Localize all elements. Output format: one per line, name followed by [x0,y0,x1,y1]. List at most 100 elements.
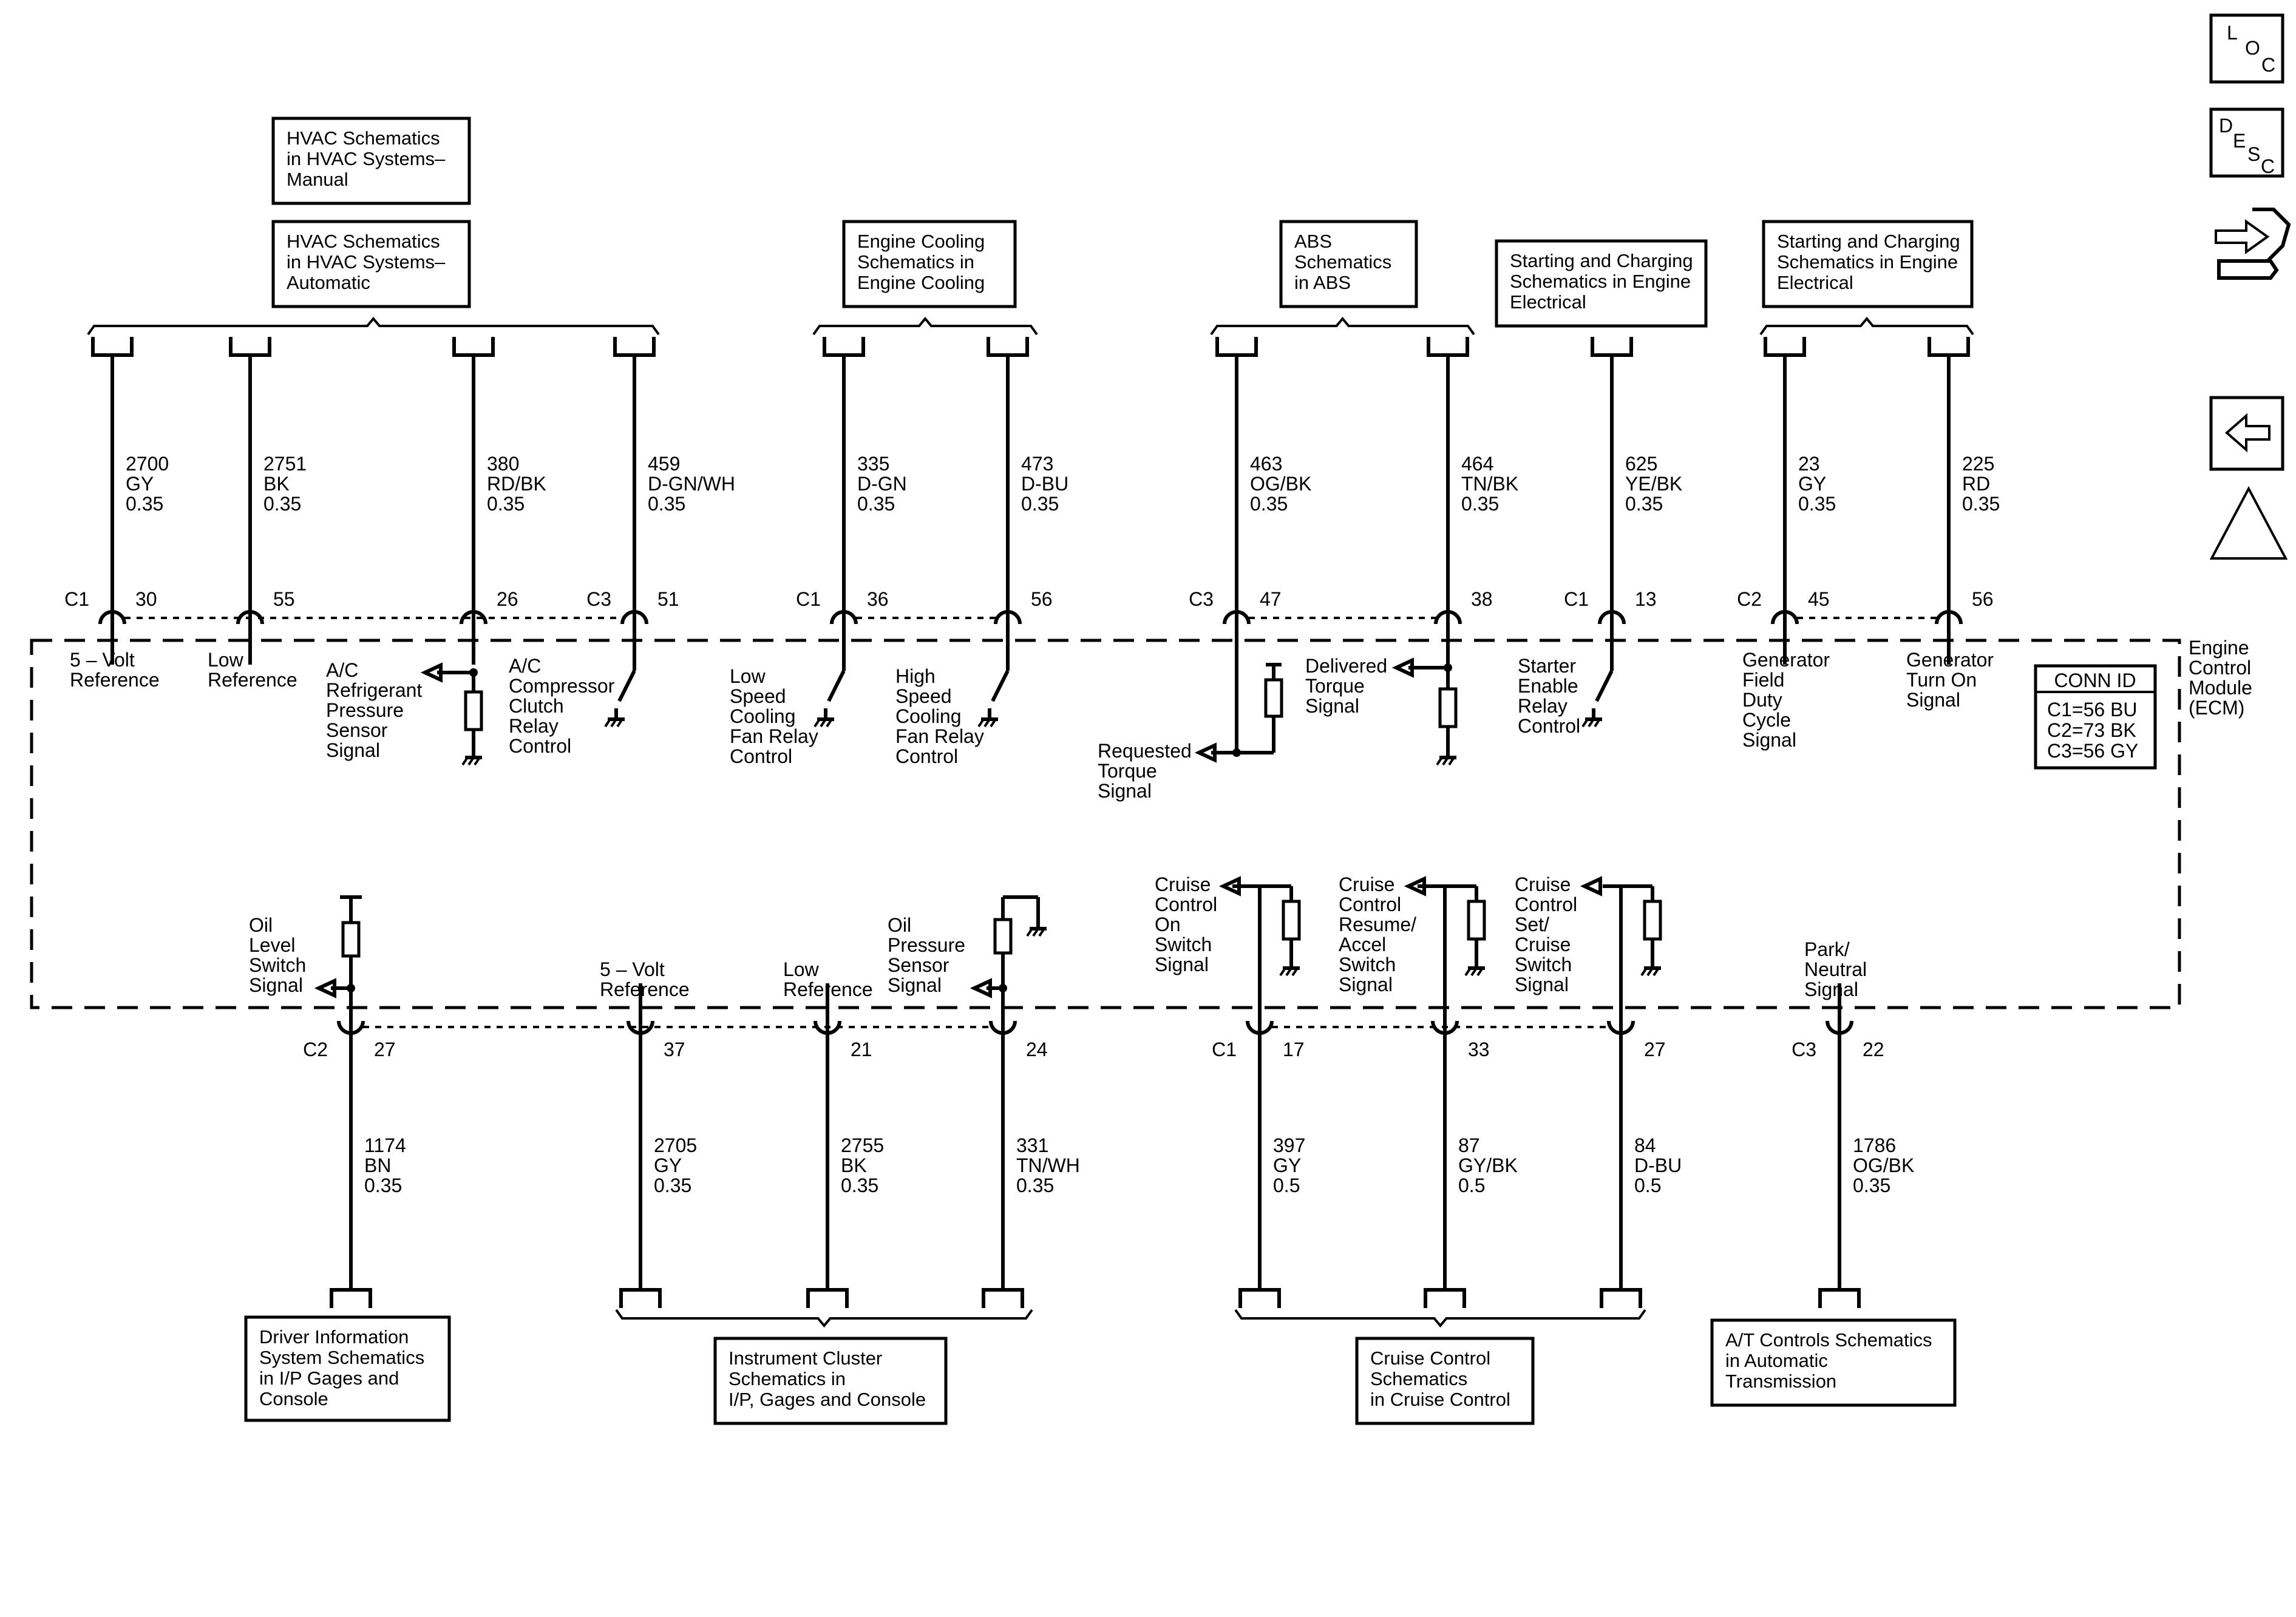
connector-pin [830,610,858,625]
ref-box-text: Electrical [1510,291,1586,313]
wire-gauge: 0.35 [841,1175,878,1196]
ref-box-text: Transmission [1725,1371,1836,1392]
connector-pin [1607,1020,1635,1035]
ref-box-text: A/T Controls Schematics [1725,1329,1932,1351]
harness-terminal [987,337,1029,357]
ref-box-text: Starting and Charging [1777,231,1960,252]
group-bracket [1234,1309,1646,1328]
circuit-number: 463 [1250,453,1282,475]
signal-label: Control [895,745,958,767]
ref-box-frame [244,1315,451,1422]
wire-color: GY [126,473,154,495]
ref-box-text: Schematics [1294,251,1391,273]
ref-box-frame [1279,220,1418,308]
ref-box-frame [842,220,1017,308]
signal-label: A/C [509,655,541,677]
signal-label: Control [730,745,792,767]
harness-terminal [982,1288,1024,1308]
circuit-number: 397 [1273,1134,1305,1156]
pin-number: 56 [1972,588,1994,610]
circuit-number: 1786 [1853,1134,1896,1156]
resistor [341,921,361,958]
harness-terminal [1927,337,1970,357]
ref-box-text: in Automatic [1725,1350,1828,1371]
wire-gauge: 0.35 [1853,1175,1890,1196]
group-bracket [1759,316,1974,336]
ground-symbol [1279,967,1286,977]
ground-symbol [1442,756,1449,766]
signal-label: Sensor [326,719,388,741]
connector-pin [98,610,126,625]
signal-label: Set/ [1515,914,1549,935]
wire-gauge: 0.35 [263,493,301,515]
pin-number: 56 [1031,588,1053,610]
signal-label: Signal [888,974,942,996]
pin-number: 51 [657,588,679,610]
signal-label: Speed [895,685,952,707]
bottom-circuit-84: 84D-BU0.527 [1600,983,1682,1308]
pin-number: 30 [135,588,157,610]
ground-symbol [1470,967,1478,977]
signal-arrow [1391,657,1414,678]
harness-terminal [806,1288,849,1308]
circuit-number: 1174 [364,1134,406,1156]
wire-gauge: 0.35 [1021,493,1059,515]
ref-box-text: Engine Cooling [857,272,985,293]
wire-gauge: 0.5 [1273,1175,1300,1196]
loc-button[interactable]: LOC [2209,13,2284,84]
signal-label: Control [1155,893,1217,915]
harness-terminal [1238,1288,1281,1308]
connector-id: C3 [586,588,611,610]
desc-letter: C [2261,155,2275,177]
connector-pin [989,1020,1017,1035]
circuit-number: 225 [1962,453,1994,475]
connector-id: C1 [1212,1039,1237,1060]
loc-letter: C [2261,54,2275,76]
ref-box-text: HVAC Schematics [287,127,440,149]
connector-id: C2 [303,1039,328,1060]
signal-label: A/C [326,659,358,681]
ground-symbol [1476,967,1484,977]
pin-number: 33 [1468,1039,1490,1060]
wire-gauge: 0.5 [1634,1175,1661,1196]
ground-symbol [610,718,617,728]
connector-id: C1 [1564,588,1589,610]
pin-number: 13 [1635,588,1657,610]
ground-symbol [1032,927,1039,937]
connector-view-icon[interactable] [2215,208,2291,280]
wire-color: OG/BK [1853,1154,1914,1176]
back-button[interactable] [2209,396,2284,471]
signal-label: Control [1518,715,1580,737]
harness-terminal [229,337,271,357]
ground-symbol [977,718,985,728]
ground-symbol [1464,967,1472,977]
circuit-number: 2705 [654,1134,697,1156]
ground-symbol [1594,718,1601,728]
ref-box-text: Instrument Cluster [729,1348,882,1369]
group-bracket [615,1309,1033,1328]
pin-number: 38 [1471,588,1493,610]
signal-label: Signal [1155,954,1209,975]
harness-terminal [1591,337,1633,357]
resistor [464,690,483,731]
wire-gauge: 0.35 [1461,493,1499,515]
group-bracket [1210,316,1475,336]
signal-label: High [895,665,936,687]
